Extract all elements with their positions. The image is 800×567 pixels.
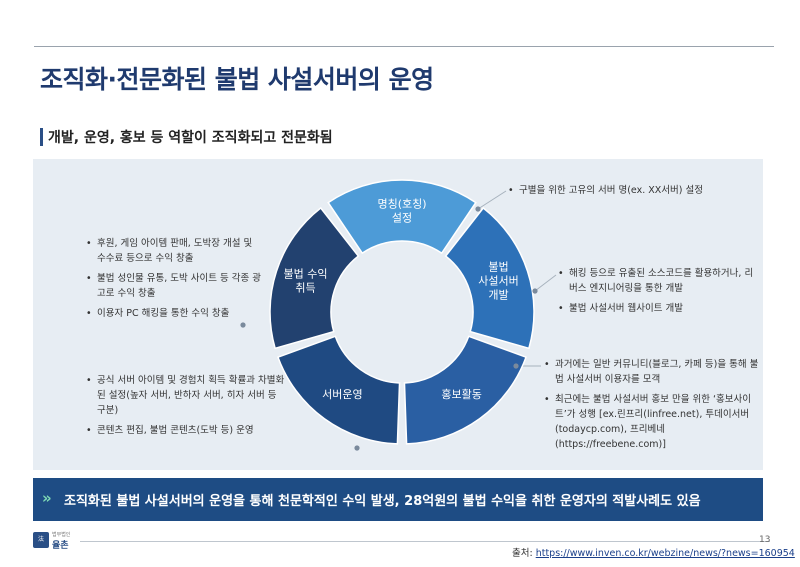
- note-promo: 과거에는 일반 커뮤니티(블로그, 카페 등)을 통해 불법 사설서버 이용자를…: [544, 357, 759, 457]
- source-citation: 출처: https://www.inven.co.kr/webzine/news…: [512, 545, 795, 559]
- connector-dot: [513, 363, 519, 369]
- logo-mark: 法: [33, 532, 49, 548]
- top-divider: [34, 46, 774, 47]
- note-naming: 구별을 위한 고유의 서버 명(ex. XX서버) 설정: [508, 183, 758, 203]
- note-item: 구별을 위한 고유의 서버 명(ex. XX서버) 설정: [508, 183, 758, 198]
- note-list-promo: 과거에는 일반 커뮤니티(블로그, 카페 등)을 통해 불법 사설서버 이용자를…: [544, 357, 759, 452]
- segment-naming: [327, 179, 477, 255]
- connector-dots: [240, 206, 538, 451]
- note-item: 이용자 PC 해킹을 통한 수익 창출: [86, 306, 264, 321]
- note-profit: 후원, 게임 아이템 판매, 도박장 개설 및 수수료 등으로 수익 창출불법 …: [86, 236, 264, 326]
- segment-label-ops: 서버운영: [322, 388, 362, 401]
- double-chevron-icon: »: [42, 489, 52, 507]
- firm-logo: 法 법무법인 율촌: [33, 530, 81, 552]
- segment-ops: [276, 335, 401, 445]
- footer-divider: [80, 541, 770, 542]
- source-link[interactable]: https://www.inven.co.kr/webzine/news/?ne…: [535, 548, 795, 559]
- note-list-profit: 후원, 게임 아이템 판매, 도박장 개설 및 수수료 등으로 수익 창출불법 …: [86, 236, 264, 321]
- segment-label-dev: 사설서버: [478, 275, 518, 288]
- page-subtitle: 개발, 운영, 홍보 등 역할이 조직화되고 전문화됨: [48, 130, 333, 146]
- segment-profit: [269, 206, 360, 350]
- segment-label-profit: 불법 수익: [283, 268, 327, 281]
- segment-label-dev: 불법: [488, 261, 508, 274]
- logo-small-text: 법무법인: [52, 532, 71, 538]
- note-list-naming: 구별을 위한 고유의 서버 명(ex. XX서버) 설정: [508, 183, 758, 198]
- segment-label-promo: 홍보활동: [441, 387, 481, 401]
- note-item: 후원, 게임 아이템 판매, 도박장 개설 및 수수료 등으로 수익 창출: [86, 236, 264, 266]
- source-label: 출처:: [512, 548, 536, 559]
- note-item: 불법 사설서버 웹사이트 개발: [558, 301, 758, 316]
- logo-name: 율촌: [52, 541, 69, 551]
- segment-label-naming: 설정: [392, 212, 412, 225]
- summary-banner: [33, 478, 763, 521]
- note-list-ops: 공식 서버 아이템 및 경험치 획득 확률과 차별화된 설정(높자 서버, 반하…: [86, 373, 286, 438]
- segment-label-dev: 개발: [488, 289, 508, 302]
- segment-promo: [403, 335, 528, 445]
- connector-dot: [532, 288, 538, 294]
- note-dev: 해킹 등으로 유출된 소스코드를 활용하거나, 리버스 엔지니어링을 통한 개발…: [558, 266, 758, 321]
- segment-label-profit: 취득: [295, 282, 315, 295]
- note-item: 공식 서버 아이템 및 경험치 획득 확률과 차별화된 설정(높자 서버, 반하…: [86, 373, 286, 418]
- connector-dot: [354, 445, 360, 451]
- connector-line: [534, 274, 557, 292]
- note-item: 해킹 등으로 유출된 소스코드를 활용하거나, 리버스 엔지니어링을 통한 개발: [558, 266, 758, 296]
- subtitle-bar: [40, 128, 43, 146]
- page-title: 조직화·전문화된 불법 사설서버의 운영: [40, 65, 434, 94]
- page-number: 13: [759, 535, 771, 545]
- connector-dot: [475, 206, 481, 212]
- connector-line: [477, 190, 507, 210]
- summary-text: 조직화된 불법 사설서버의 운영을 통해 천문학적인 수익 발생, 28억원의 …: [64, 494, 701, 509]
- note-ops: 공식 서버 아이템 및 경험치 획득 확률과 차별화된 설정(높자 서버, 반하…: [86, 373, 286, 443]
- note-item: 과거에는 일반 커뮤니티(블로그, 카페 등)을 통해 불법 사설서버 이용자를…: [544, 357, 759, 387]
- segment-label-naming: 명칭(호칭): [377, 198, 426, 211]
- segment-dev: [444, 206, 535, 350]
- note-item: 콘텐츠 편집, 불법 콘텐츠(도박 등) 운영: [86, 423, 286, 438]
- note-item: 불법 성인물 유통, 도박 사이트 등 각종 광고로 수익 창출: [86, 271, 264, 301]
- connector-dot: [240, 322, 246, 328]
- note-list-dev: 해킹 등으로 유출된 소스코드를 활용하거나, 리버스 엔지니어링을 통한 개발…: [558, 266, 758, 316]
- note-item: 최근에는 불법 사설서버 홍보 만을 위한 ‘홍보사이트’가 성행 [ex.린프…: [544, 392, 759, 452]
